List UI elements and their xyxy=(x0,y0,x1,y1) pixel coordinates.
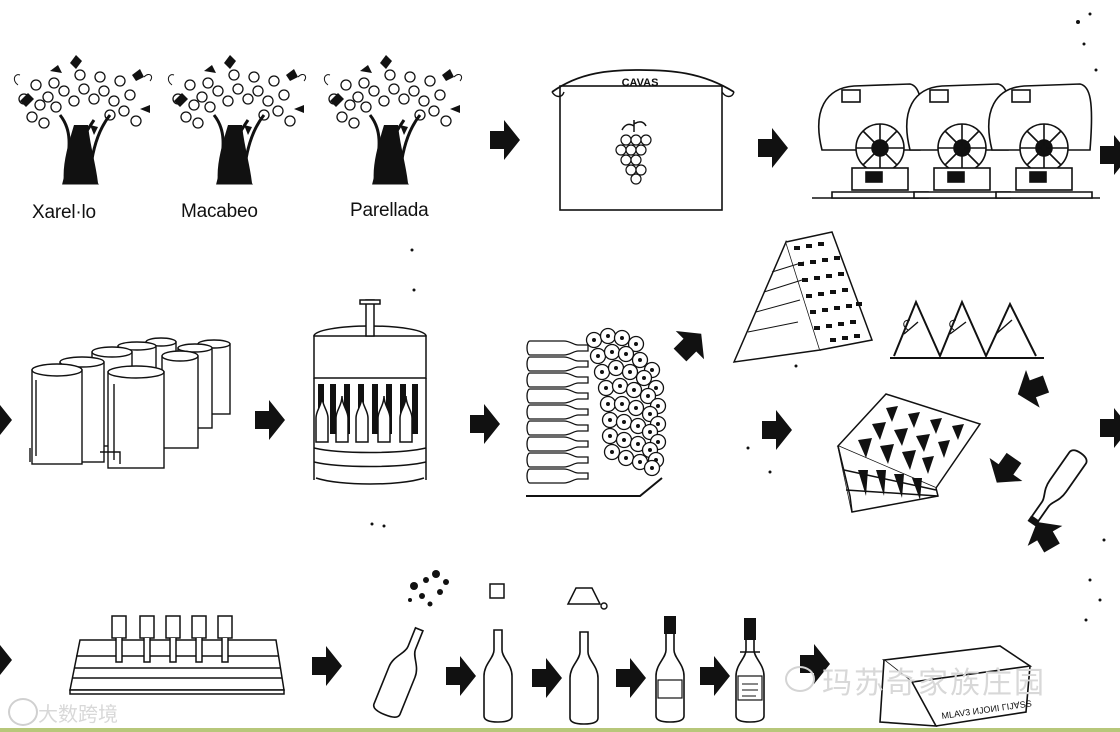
vine-parellada-icon xyxy=(324,55,461,183)
arrow-8-icon xyxy=(762,410,792,450)
arrow-11-icon xyxy=(1020,512,1070,558)
site-logo-watermark-icon xyxy=(8,698,38,726)
arrow-5-icon xyxy=(255,400,285,440)
corked-bottle-icon xyxy=(568,588,607,724)
wechat-watermark-icon xyxy=(785,666,815,692)
grape-label-xarello: Xarel·lo xyxy=(32,202,96,224)
wine-presses-icon xyxy=(812,84,1100,198)
cava-sign-icon: CAVAS xyxy=(552,70,734,210)
arrow-10-icon xyxy=(980,447,1030,495)
neck-freezing-bath-icon xyxy=(70,616,284,694)
arrow-7-icon xyxy=(666,320,715,369)
arrow-3-icon xyxy=(1100,135,1120,175)
arrow-6-icon xyxy=(470,404,500,444)
cava-sign-text: CAVAS xyxy=(622,77,659,89)
inverted-bottle-icon xyxy=(1023,447,1089,529)
bottom-accent-line xyxy=(0,728,1120,732)
arrow-4-icon xyxy=(0,400,12,440)
vine-macabeo-icon xyxy=(168,55,305,183)
arrow-9-icon xyxy=(1011,365,1053,413)
vine-xarello-icon xyxy=(14,55,151,183)
arrow-16-icon xyxy=(532,658,562,698)
wired-bottle-icon xyxy=(656,616,684,722)
grape-label-macabeo: Macabeo xyxy=(181,201,258,223)
bottling-machine-icon xyxy=(314,300,426,484)
arrow-15-icon xyxy=(446,656,476,696)
grape-label-parellada: Parellada xyxy=(350,200,428,222)
labeled-bottle-icon xyxy=(736,618,764,722)
arrow-13-icon xyxy=(0,640,12,680)
arrow-18-icon xyxy=(700,656,730,696)
rack-side-view-icon xyxy=(890,302,1044,358)
riddling-rack-icon xyxy=(734,232,872,362)
arrow-14-icon xyxy=(312,646,342,686)
gyropalette-crate-icon xyxy=(838,394,980,512)
open-bottle-icon xyxy=(484,584,512,722)
disgorging-bottle-icon xyxy=(372,570,449,720)
site-watermark: 大数跨境 xyxy=(38,698,118,727)
arrow-12-icon xyxy=(1100,408,1120,448)
arrow-2-icon xyxy=(758,128,788,168)
brand-watermark: 玛苏奇家族庄园 xyxy=(822,658,1046,702)
arrow-1-icon xyxy=(490,120,520,160)
arrow-17-icon xyxy=(616,658,646,698)
fermentation-tanks-icon xyxy=(30,338,230,468)
stacked-bottles-icon xyxy=(526,329,666,497)
